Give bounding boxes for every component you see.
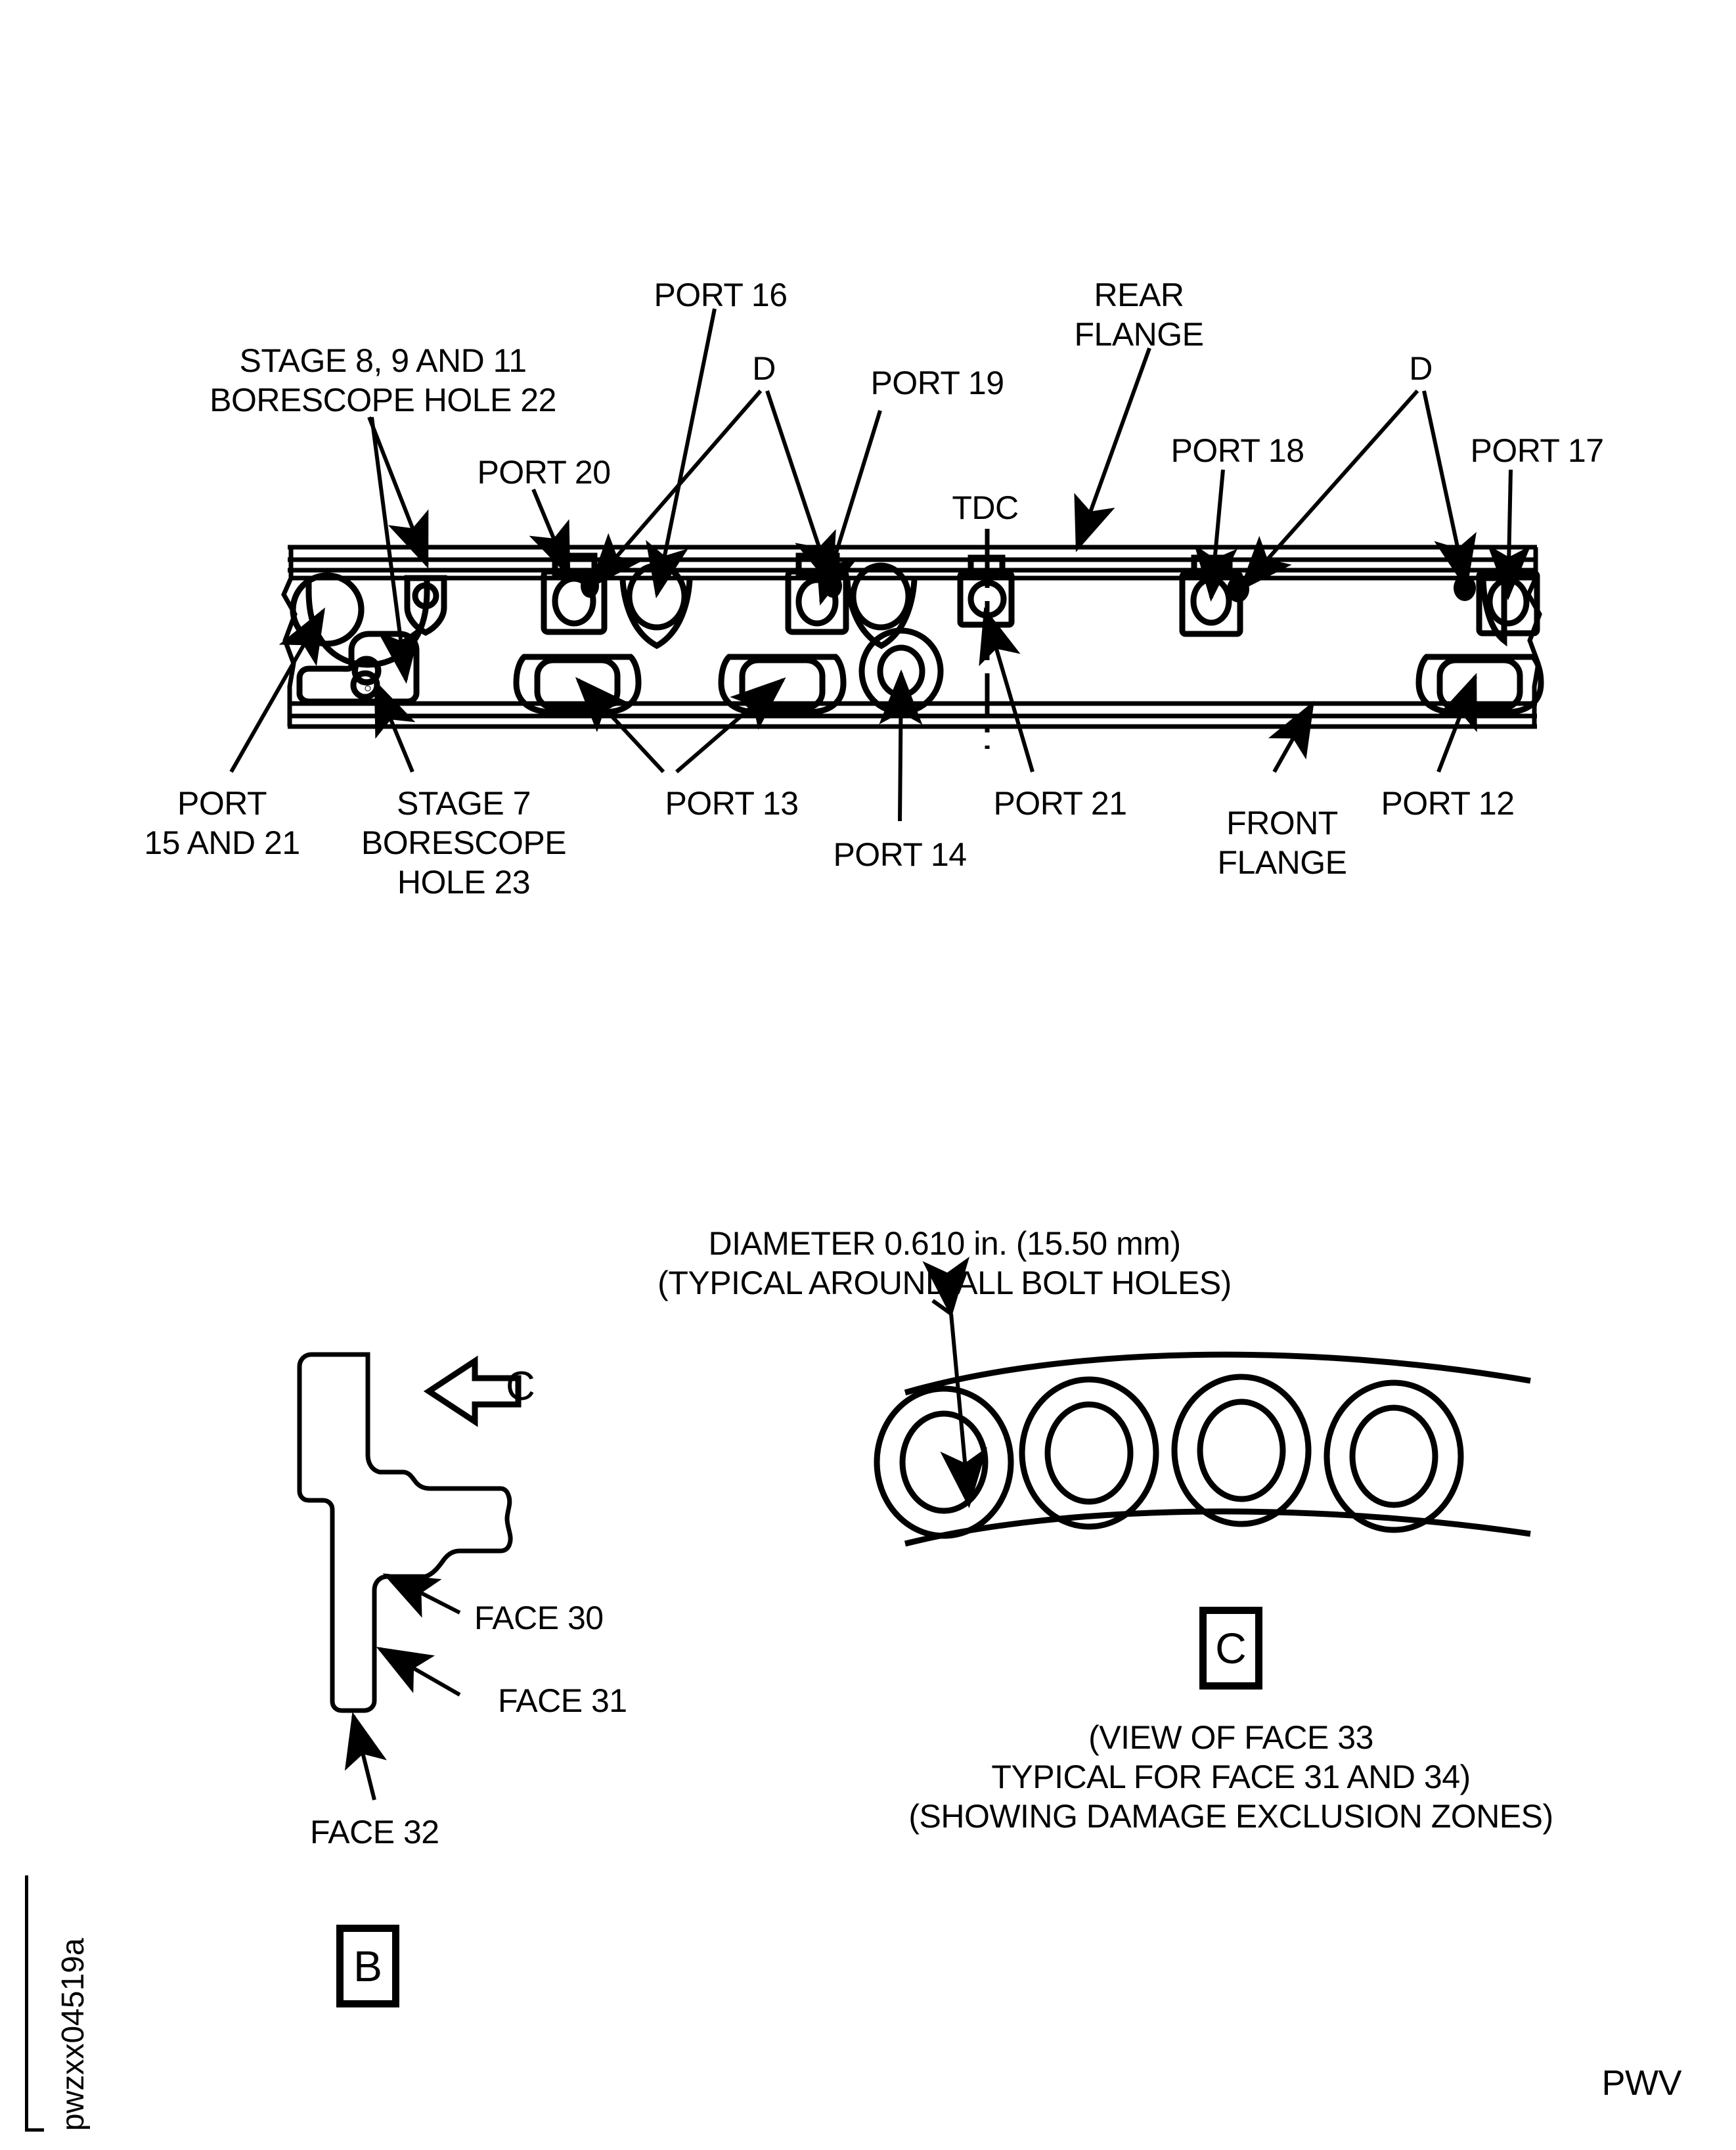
label-port-12: PORT 12 bbox=[1381, 785, 1515, 822]
port-12-pocket bbox=[1415, 654, 1544, 715]
label-front-flange-line2: FLANGE bbox=[1217, 844, 1347, 881]
view-c-diameter-leader bbox=[922, 1257, 988, 1508]
d-marker-dot-left bbox=[581, 574, 599, 598]
watermark-corner-bracket bbox=[25, 1875, 44, 2132]
sheet-watermark: pwzxx04519a bbox=[56, 1938, 91, 2131]
compressor-case-body bbox=[281, 545, 1542, 729]
view-b-flange-profile bbox=[297, 1352, 513, 1713]
stage-8-9-11-borescope-boss bbox=[404, 575, 447, 637]
label-view-c-arrow-letter: C bbox=[506, 1364, 535, 1409]
port-16-boss bbox=[619, 562, 693, 650]
label-rear-flange-line2: FLANGE bbox=[1074, 316, 1204, 353]
view-c-direction-arrow bbox=[423, 1355, 522, 1427]
port-17-boss bbox=[1476, 570, 1540, 647]
label-stage-7-line2: BORESCOPE bbox=[361, 824, 567, 861]
label-stage-8-9-11-line1: STAGE 8, 9 AND 11 bbox=[239, 342, 527, 379]
label-d-right: D bbox=[1409, 350, 1433, 387]
port-15-21-boss bbox=[290, 572, 430, 668]
port-19-boss bbox=[785, 552, 849, 635]
label-port-15-21-line1: PORT bbox=[177, 785, 267, 822]
view-label-c-letter: C bbox=[1215, 1624, 1247, 1672]
label-view-c-caption-line1: (VIEW OF FACE 33 bbox=[1088, 1719, 1373, 1756]
label-front-flange-line1: FRONT bbox=[1226, 805, 1338, 841]
upper-oval-boss-mid bbox=[844, 562, 918, 650]
stage-7-borescope-pad bbox=[296, 631, 420, 705]
port-13-pocket-left bbox=[513, 654, 642, 715]
view-label-b-letter: B bbox=[353, 1942, 383, 1990]
view-c-bolt-holes bbox=[874, 1374, 1464, 1539]
label-view-c-caption-line3: (SHOWING DAMAGE EXCLUSION ZONES) bbox=[908, 1798, 1553, 1835]
port-14-boss bbox=[858, 627, 944, 715]
label-stage-7-line1: STAGE 7 bbox=[397, 785, 531, 822]
label-rear-flange-line1: REAR bbox=[1094, 277, 1184, 313]
sheet-corner-code: PWV bbox=[1601, 2063, 1681, 2103]
d-marker-dot-right-b bbox=[1454, 575, 1476, 601]
port-20-boss bbox=[541, 552, 608, 635]
label-stage-8-9-11-line2: BORESCOPE HOLE 22 bbox=[210, 382, 556, 418]
port-13-pocket-right bbox=[718, 654, 847, 715]
view-c-flange-band bbox=[904, 1351, 1531, 1547]
label-d-left: D bbox=[752, 350, 776, 387]
label-port-19: PORT 19 bbox=[870, 365, 1004, 401]
label-tdc: TDC bbox=[952, 489, 1019, 526]
label-port-20: PORT 20 bbox=[477, 454, 611, 491]
label-face-30: FACE 30 bbox=[474, 1600, 604, 1636]
label-port-18: PORT 18 bbox=[1170, 432, 1304, 469]
d-marker-dot-mid bbox=[824, 574, 842, 598]
port-15-21-bore bbox=[290, 572, 365, 647]
stage-7-pad-holes bbox=[353, 657, 380, 692]
label-port-13: PORT 13 bbox=[665, 785, 799, 822]
tdc-boss bbox=[957, 554, 1015, 628]
label-port-16: PORT 16 bbox=[654, 277, 788, 313]
label-port-21: PORT 21 bbox=[993, 785, 1127, 822]
label-port-17: PORT 17 bbox=[1470, 432, 1604, 469]
view-label-b-box: B bbox=[336, 1925, 399, 2007]
port-18-boss bbox=[1179, 554, 1243, 637]
label-face-31: FACE 31 bbox=[498, 1682, 627, 1719]
label-view-c-caption-line2: TYPICAL FOR FACE 31 AND 34) bbox=[991, 1758, 1471, 1795]
label-bolt-diameter-line1: DIAMETER 0.610 in. (15.50 mm) bbox=[708, 1225, 1181, 1262]
label-port-15-21-line2: 15 AND 21 bbox=[144, 824, 300, 861]
d-marker-dot-right-a bbox=[1227, 576, 1249, 602]
label-port-14: PORT 14 bbox=[833, 836, 967, 873]
label-stage-7-line3: HOLE 23 bbox=[397, 864, 531, 901]
view-b-leaders bbox=[344, 1573, 461, 1801]
label-bolt-diameter-line2: (TYPICAL AROUND ALL BOLT HOLES) bbox=[657, 1265, 1232, 1301]
label-face-32: FACE 32 bbox=[310, 1814, 439, 1850]
view-label-c-box: C bbox=[1199, 1607, 1262, 1690]
